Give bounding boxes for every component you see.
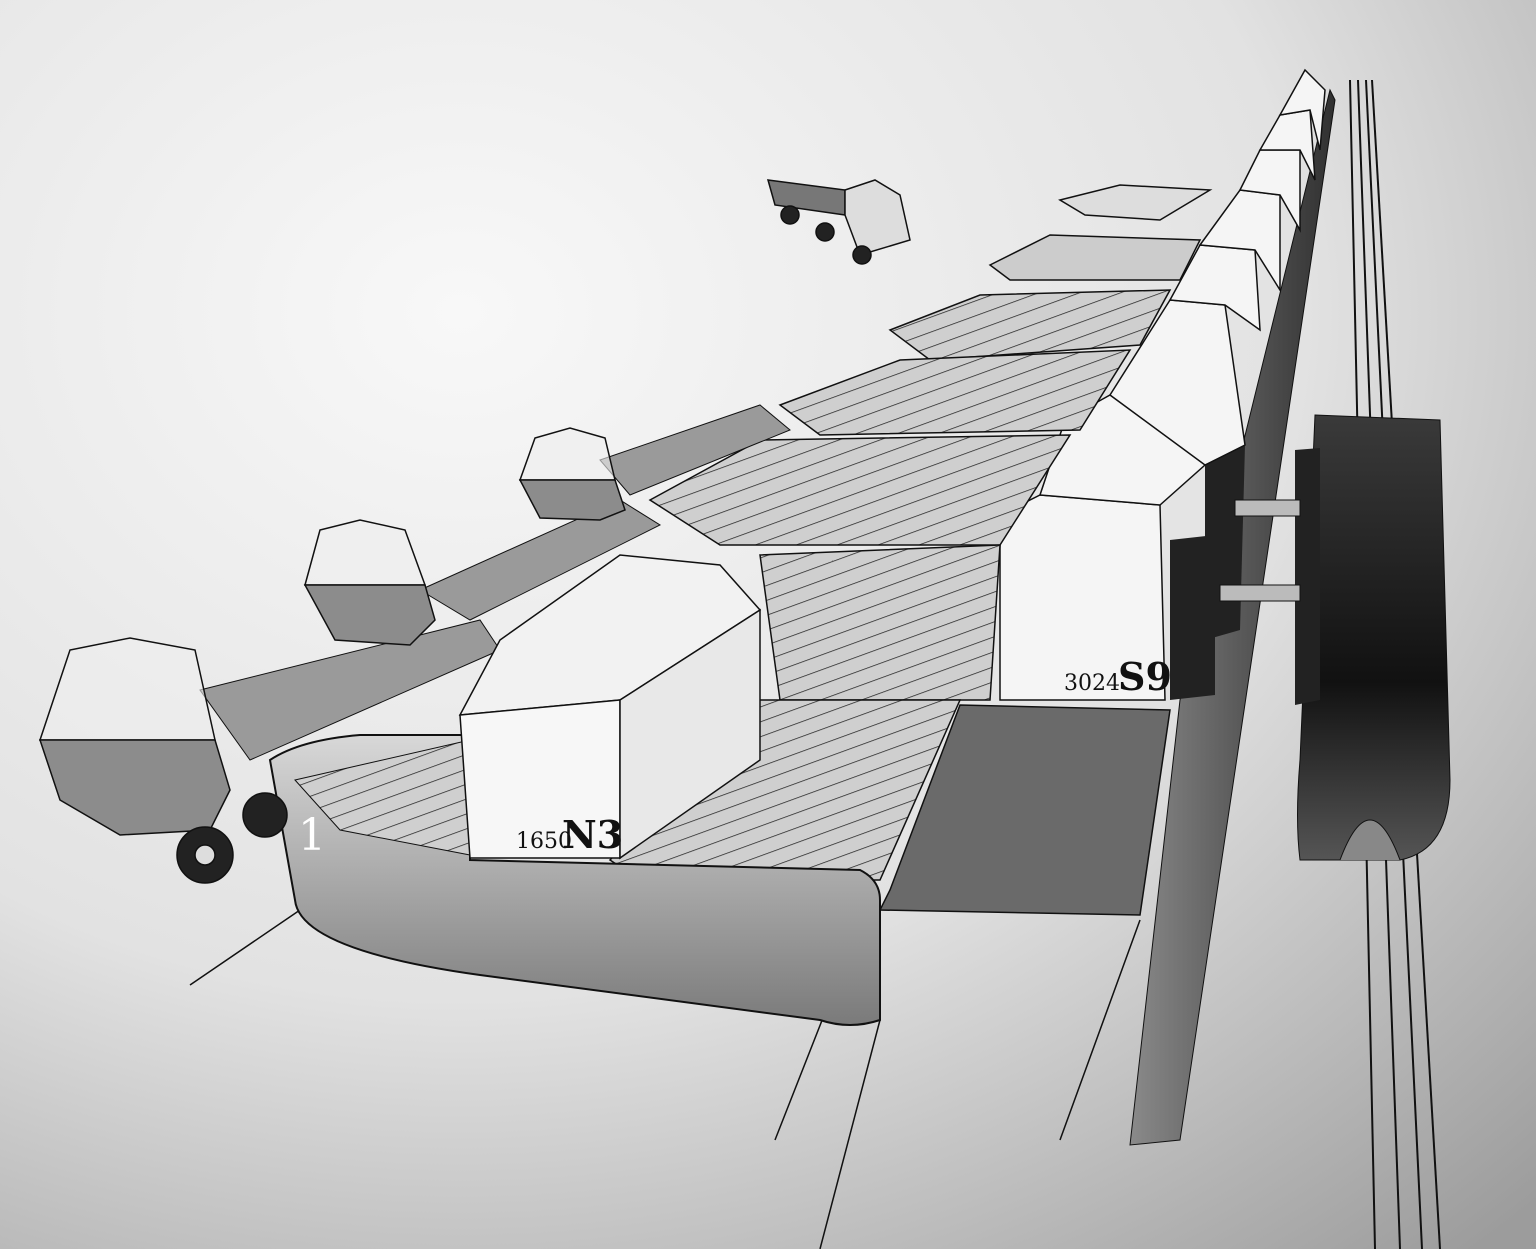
operator-cabin-3 [518, 427, 626, 521]
ground-lines [189, 909, 1141, 1249]
ridge-blocks [999, 68, 1326, 701]
transfer-coupler [1295, 448, 1320, 705]
transfer-arm-lower [1219, 584, 1301, 602]
monorail-vehicle [1297, 414, 1451, 861]
operator-cabin-1 [38, 637, 288, 884]
block-s9-id: S9 [1118, 654, 1172, 699]
truck [766, 179, 911, 265]
access-ramps [199, 404, 791, 761]
monorail-support [1339, 819, 1401, 861]
operator-cabin-2 [303, 519, 436, 646]
block-n3-code: 1650 [516, 829, 572, 854]
block-s9-code: 3024 [1064, 671, 1120, 696]
block-n3 [458, 554, 762, 860]
bay-number: 1 [298, 810, 326, 861]
block-n3-id: N3 [562, 812, 623, 857]
conveyor-bays [608, 184, 1213, 916]
transfer-arm-upper [1234, 499, 1301, 517]
transfer-unit-lower [1170, 535, 1215, 700]
